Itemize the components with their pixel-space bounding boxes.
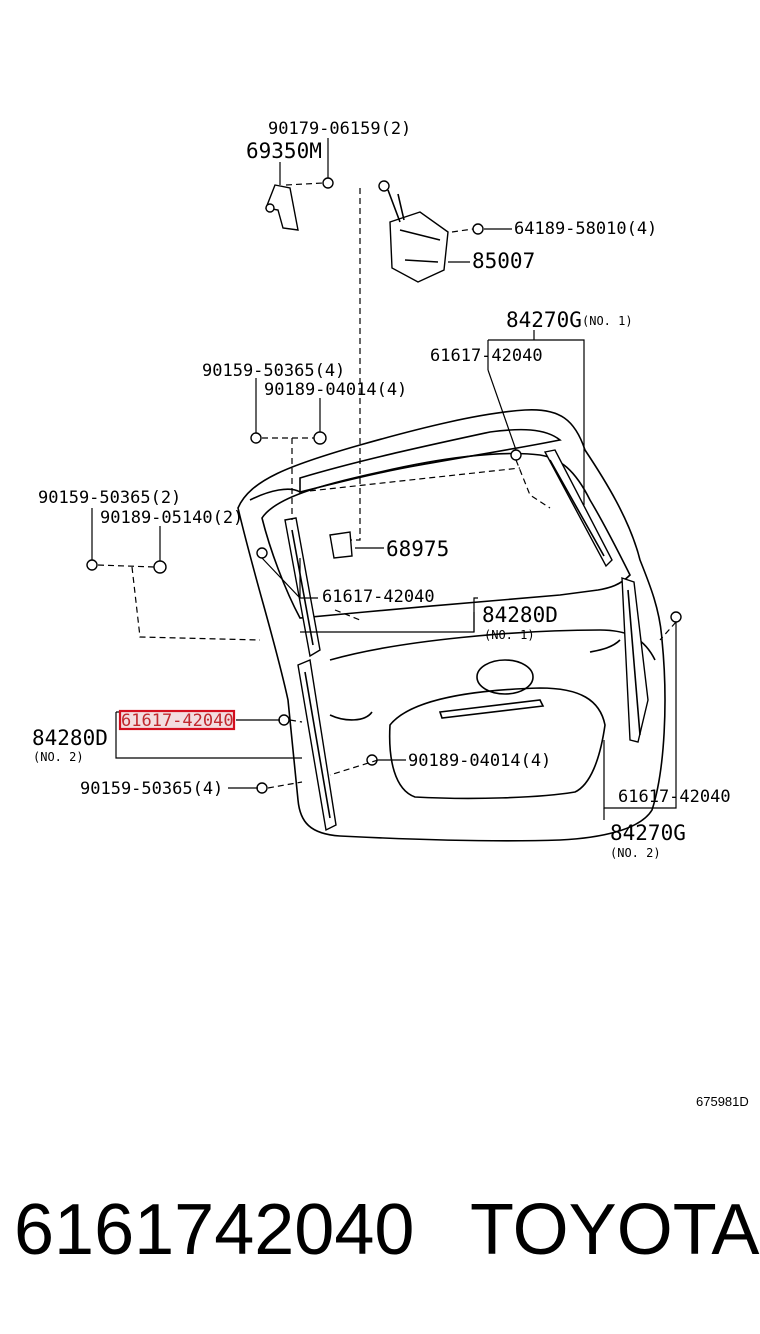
- label-90189-04014-a: 90189-04014(4): [264, 380, 407, 400]
- leader-lines: [91, 138, 677, 820]
- label-90159-50365-a: 90159-50365(4): [202, 361, 345, 381]
- label-61617-42040-highlighted: 61617-42040: [121, 711, 234, 731]
- license-plate-recess: [388, 687, 606, 800]
- door-glass-opening: [261, 452, 631, 619]
- label-90159-50365-b: 90159-50365(2): [38, 488, 181, 508]
- label-84270g-no2: 84270G: [610, 821, 686, 845]
- motor-85007: [378, 180, 449, 283]
- door-outer-outline: [237, 409, 666, 842]
- stay-84270g-no1: [543, 449, 613, 568]
- label-68975: 68975: [386, 537, 449, 561]
- diagram-code: 675981D: [696, 1094, 749, 1109]
- part-number: 6161742040: [14, 1190, 415, 1270]
- label-84280d-no2-note: (NO. 2): [33, 750, 84, 764]
- wire-harness: [329, 711, 373, 721]
- label-64189-58010: 64189-58010(4): [514, 219, 657, 239]
- stay-84270g-no2: [621, 577, 649, 743]
- label-90189-04014-b: 90189-04014(4): [408, 751, 551, 771]
- label-84280d-no1: 84280D: [482, 603, 558, 627]
- bracket-69350m: [265, 184, 299, 231]
- fasteners: [86, 177, 682, 794]
- label-61617-42040-mid: 61617-42040: [322, 587, 435, 607]
- footer: 6161742040 TOYOTA: [0, 1185, 760, 1285]
- bracket-68975: [329, 531, 353, 559]
- part-labels: 90179-06159(2) 69350M 64189-58010(4) 850…: [32, 119, 731, 860]
- emblem: [476, 659, 534, 695]
- label-69350m: 69350M: [246, 139, 322, 163]
- label-61617-42040-right: 61617-42040: [618, 787, 731, 807]
- label-61617-42040-top: 61617-42040: [430, 346, 543, 366]
- label-90159-50365-c: 90159-50365(4): [80, 779, 223, 799]
- wire-harness-right: [589, 639, 621, 653]
- dashed-leaders: [97, 182, 677, 789]
- back-door-panel: [237, 409, 666, 842]
- label-84280d-no1-note: (NO. 1): [484, 628, 535, 642]
- garnish-slot: [438, 699, 545, 719]
- label-90189-05140: 90189-05140(2): [100, 508, 243, 528]
- label-84270g-no1-note: (NO. 1): [582, 314, 633, 328]
- label-84280d-no2: 84280D: [32, 726, 108, 750]
- spoiler: [299, 428, 562, 494]
- label-84270g-no2-note: (NO. 2): [610, 846, 661, 860]
- highlight-box: [118, 709, 236, 731]
- brand-name: TOYOTA: [470, 1190, 760, 1270]
- label-85007: 85007: [472, 249, 535, 273]
- stay-84280d-no2: [297, 659, 337, 832]
- label-84270g-no1: 84270G: [506, 308, 582, 332]
- label-90179-06159: 90179-06159(2): [268, 119, 411, 139]
- spoiler-lower-edge: [249, 488, 301, 501]
